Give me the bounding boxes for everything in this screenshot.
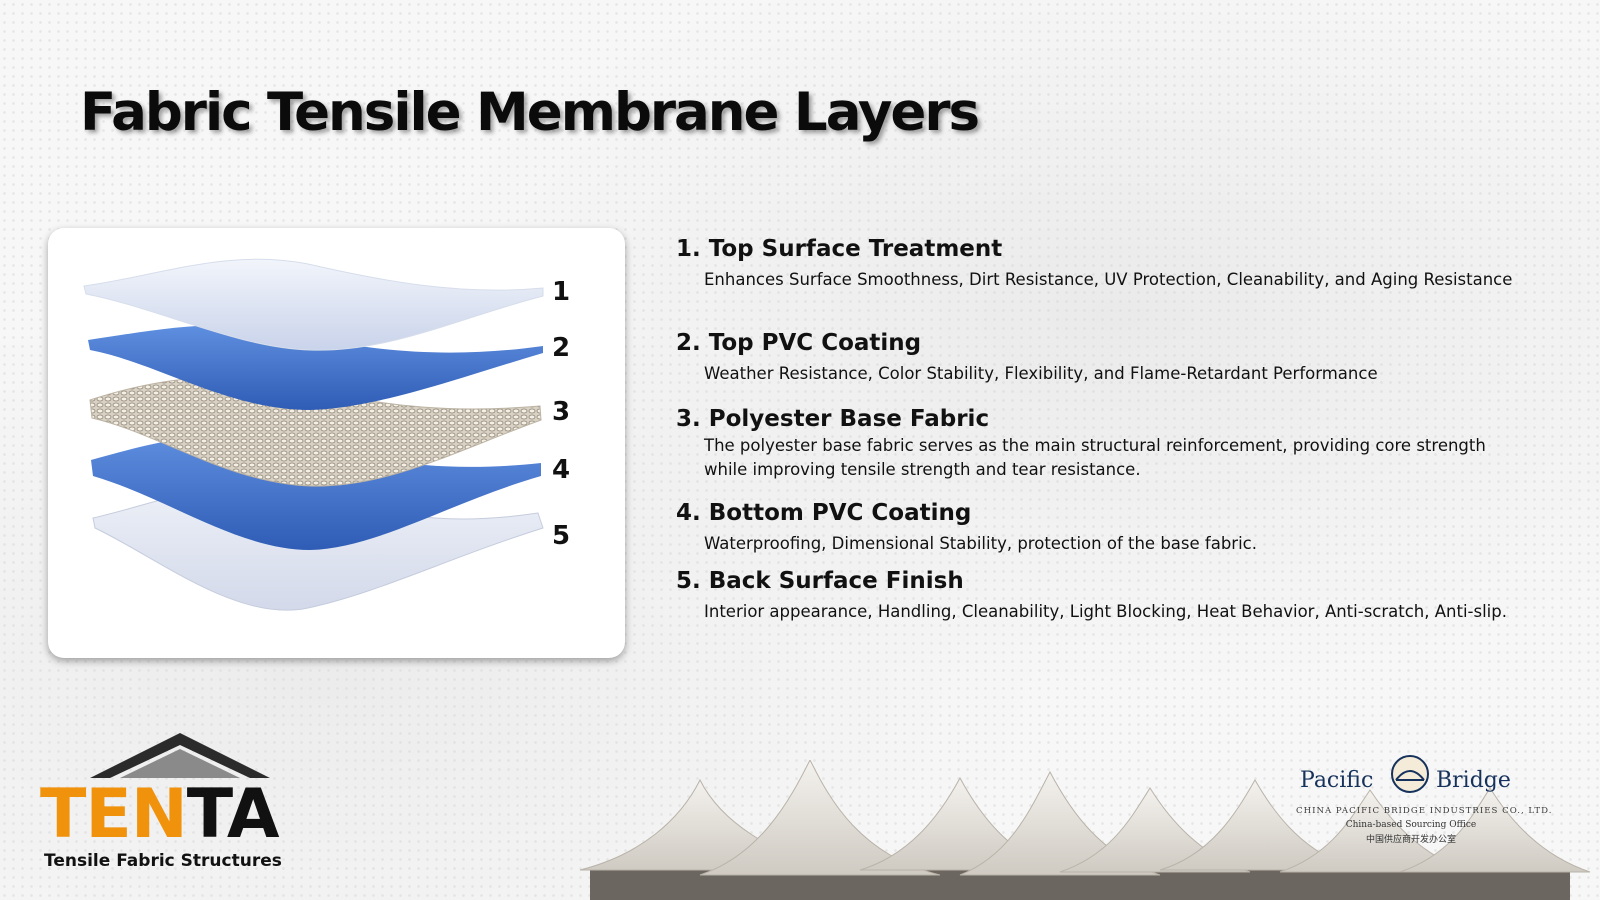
layer-description: Enhances Surface Smoothness, Dirt Resist… — [704, 270, 1513, 289]
pb-name-left: Pacific — [1300, 768, 1374, 793]
pb-name-right: Bridge — [1436, 768, 1511, 793]
layer-2-top-pvc — [88, 325, 543, 410]
tenta-word-orange: TEN — [40, 775, 188, 854]
layer-heading: 3. Polyester Base Fabric — [676, 406, 990, 432]
page-title: Fabric Tensile Membrane Layers — [80, 82, 980, 143]
layer-4-bottom-pvc — [91, 433, 541, 550]
tenta-wordmark: TENTA — [40, 781, 279, 849]
layer-description: Interior appearance, Handling, Cleanabil… — [704, 602, 1507, 621]
layer-heading: 2. Top PVC Coating — [676, 330, 922, 356]
layer-item: 4. Bottom PVC Coating Waterproofing, Dim… — [676, 500, 1526, 556]
pacific-bridge-logo: Pacific Bridge CHINA PACIFIC BRIDGE INDU… — [1296, 755, 1553, 845]
layer-item: 3. Polyester Base Fabric The polyester b… — [676, 406, 1526, 482]
layer-item: 5. Back Surface Finish Interior appearan… — [676, 568, 1526, 624]
layer-item: 2. Top PVC Coating Weather Resistance, C… — [676, 330, 1526, 386]
tent-structures-image — [579, 760, 1591, 900]
layer-description: The polyester base fabric serves as the … — [704, 436, 1486, 479]
layer-heading: 1. Top Surface Treatment — [676, 236, 1003, 262]
layer-heading: 4. Bottom PVC Coating — [676, 500, 972, 526]
layer-label-1: 1 — [552, 277, 570, 307]
layer-label-5: 5 — [552, 521, 570, 551]
layer-description: Waterproofing, Dimensional Stability, pr… — [704, 534, 1257, 553]
layer-description: Weather Resistance, Color Stability, Fle… — [704, 364, 1378, 383]
pb-office-cn: 中国供应商开发办公室 — [1365, 835, 1456, 845]
pb-office: China-based Sourcing Office — [1345, 820, 1477, 830]
layer-1-top-surface — [83, 258, 544, 351]
layer-label-4: 4 — [552, 455, 570, 485]
pb-subtitle: CHINA PACIFIC BRIDGE INDUSTRIES CO., LTD… — [1296, 806, 1553, 816]
bridge-seal-icon — [1391, 755, 1429, 793]
tenta-logo: TENTA Tensile Fabric Structures — [40, 733, 290, 875]
layer-label-2: 2 — [552, 333, 570, 363]
roof-icon — [90, 733, 270, 778]
tenta-tagline: Tensile Fabric Structures — [44, 851, 282, 871]
layer-label-3: 3 — [552, 397, 570, 427]
membrane-layers-illustration: 1 2 3 4 5 — [48, 228, 625, 658]
tenta-word-black: TA — [186, 775, 280, 854]
layer-item: 1. Top Surface Treatment Enhances Surfac… — [676, 236, 1526, 292]
layer-heading: 5. Back Surface Finish — [676, 568, 964, 594]
